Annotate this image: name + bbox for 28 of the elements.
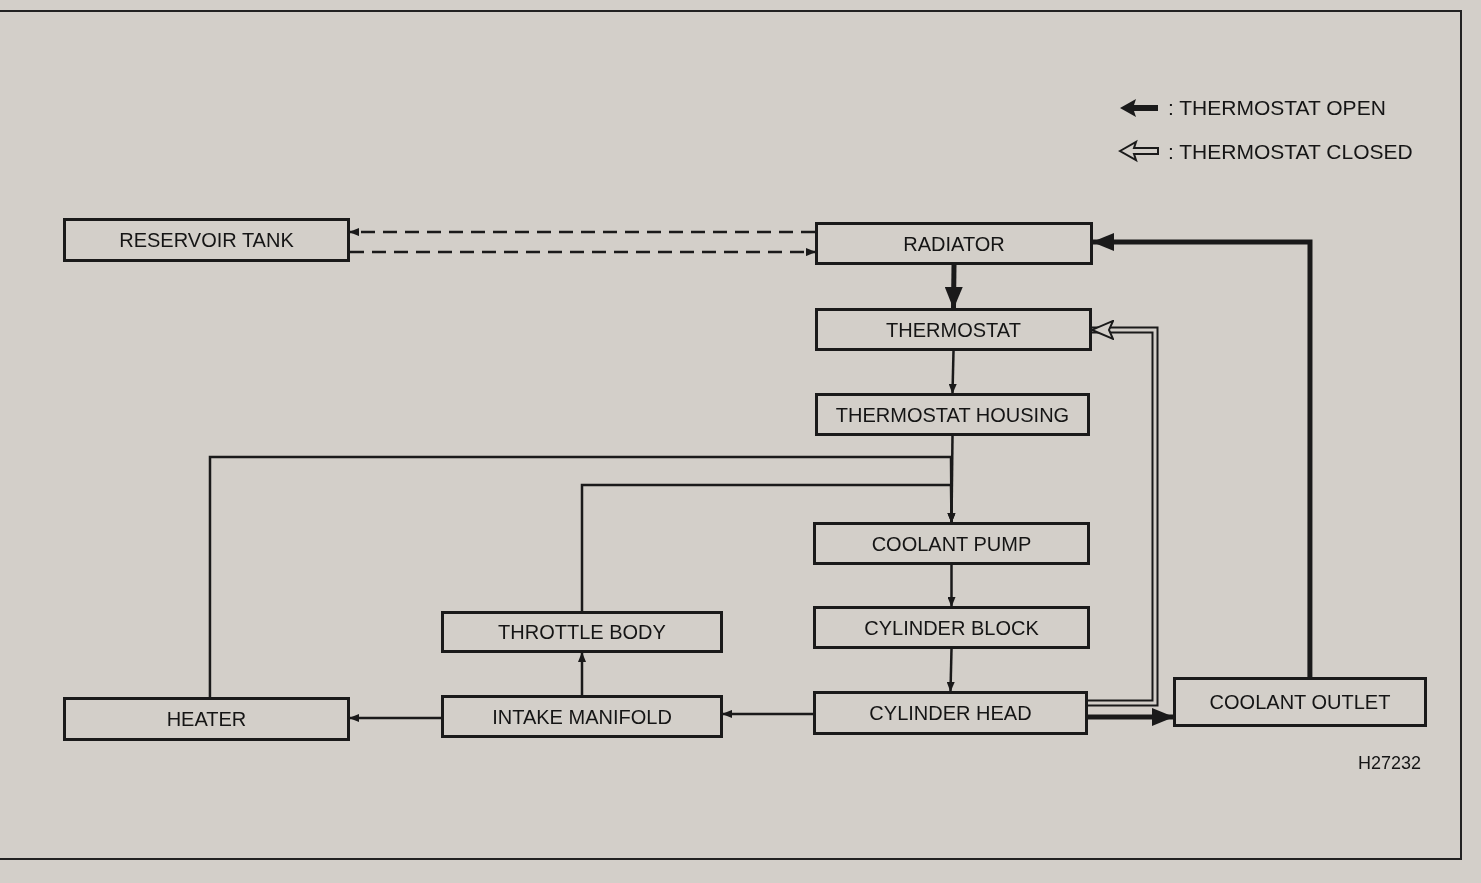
arrow [578,652,586,695]
figure-number: H27232 [1358,752,1422,775]
component-box: COOLANT PUMP [813,522,1090,565]
component-box: THROTTLE BODY [441,611,723,653]
arrow [1088,708,1174,726]
arrow [944,264,963,309]
arrow [580,483,956,611]
arrow [350,248,816,257]
component-box: RESERVOIR TANK [63,218,350,262]
component-box: COOLANT OUTLET [1173,677,1427,727]
arrow [208,455,956,697]
component-box: HEATER [63,697,350,741]
component-box: THERMOSTAT HOUSING [815,393,1090,436]
component-box: THERMOSTAT [815,308,1092,351]
component-box: RADIATOR [815,222,1093,265]
component-box: CYLINDER BLOCK [813,606,1090,649]
arrow [349,228,815,237]
component-box: INTAKE MANIFOLD [441,695,723,738]
arrow [722,709,813,718]
arrow [948,350,957,394]
arrow [946,648,955,692]
legend-text: : THERMOSTAT CLOSED [1168,138,1413,165]
component-box: CYLINDER HEAD [813,691,1088,735]
arrow [1092,233,1313,677]
legend-text: : THERMOSTAT OPEN [1168,95,1386,121]
arrow [947,565,956,607]
hollow-arrow [1088,319,1159,707]
arrow [349,714,441,722]
